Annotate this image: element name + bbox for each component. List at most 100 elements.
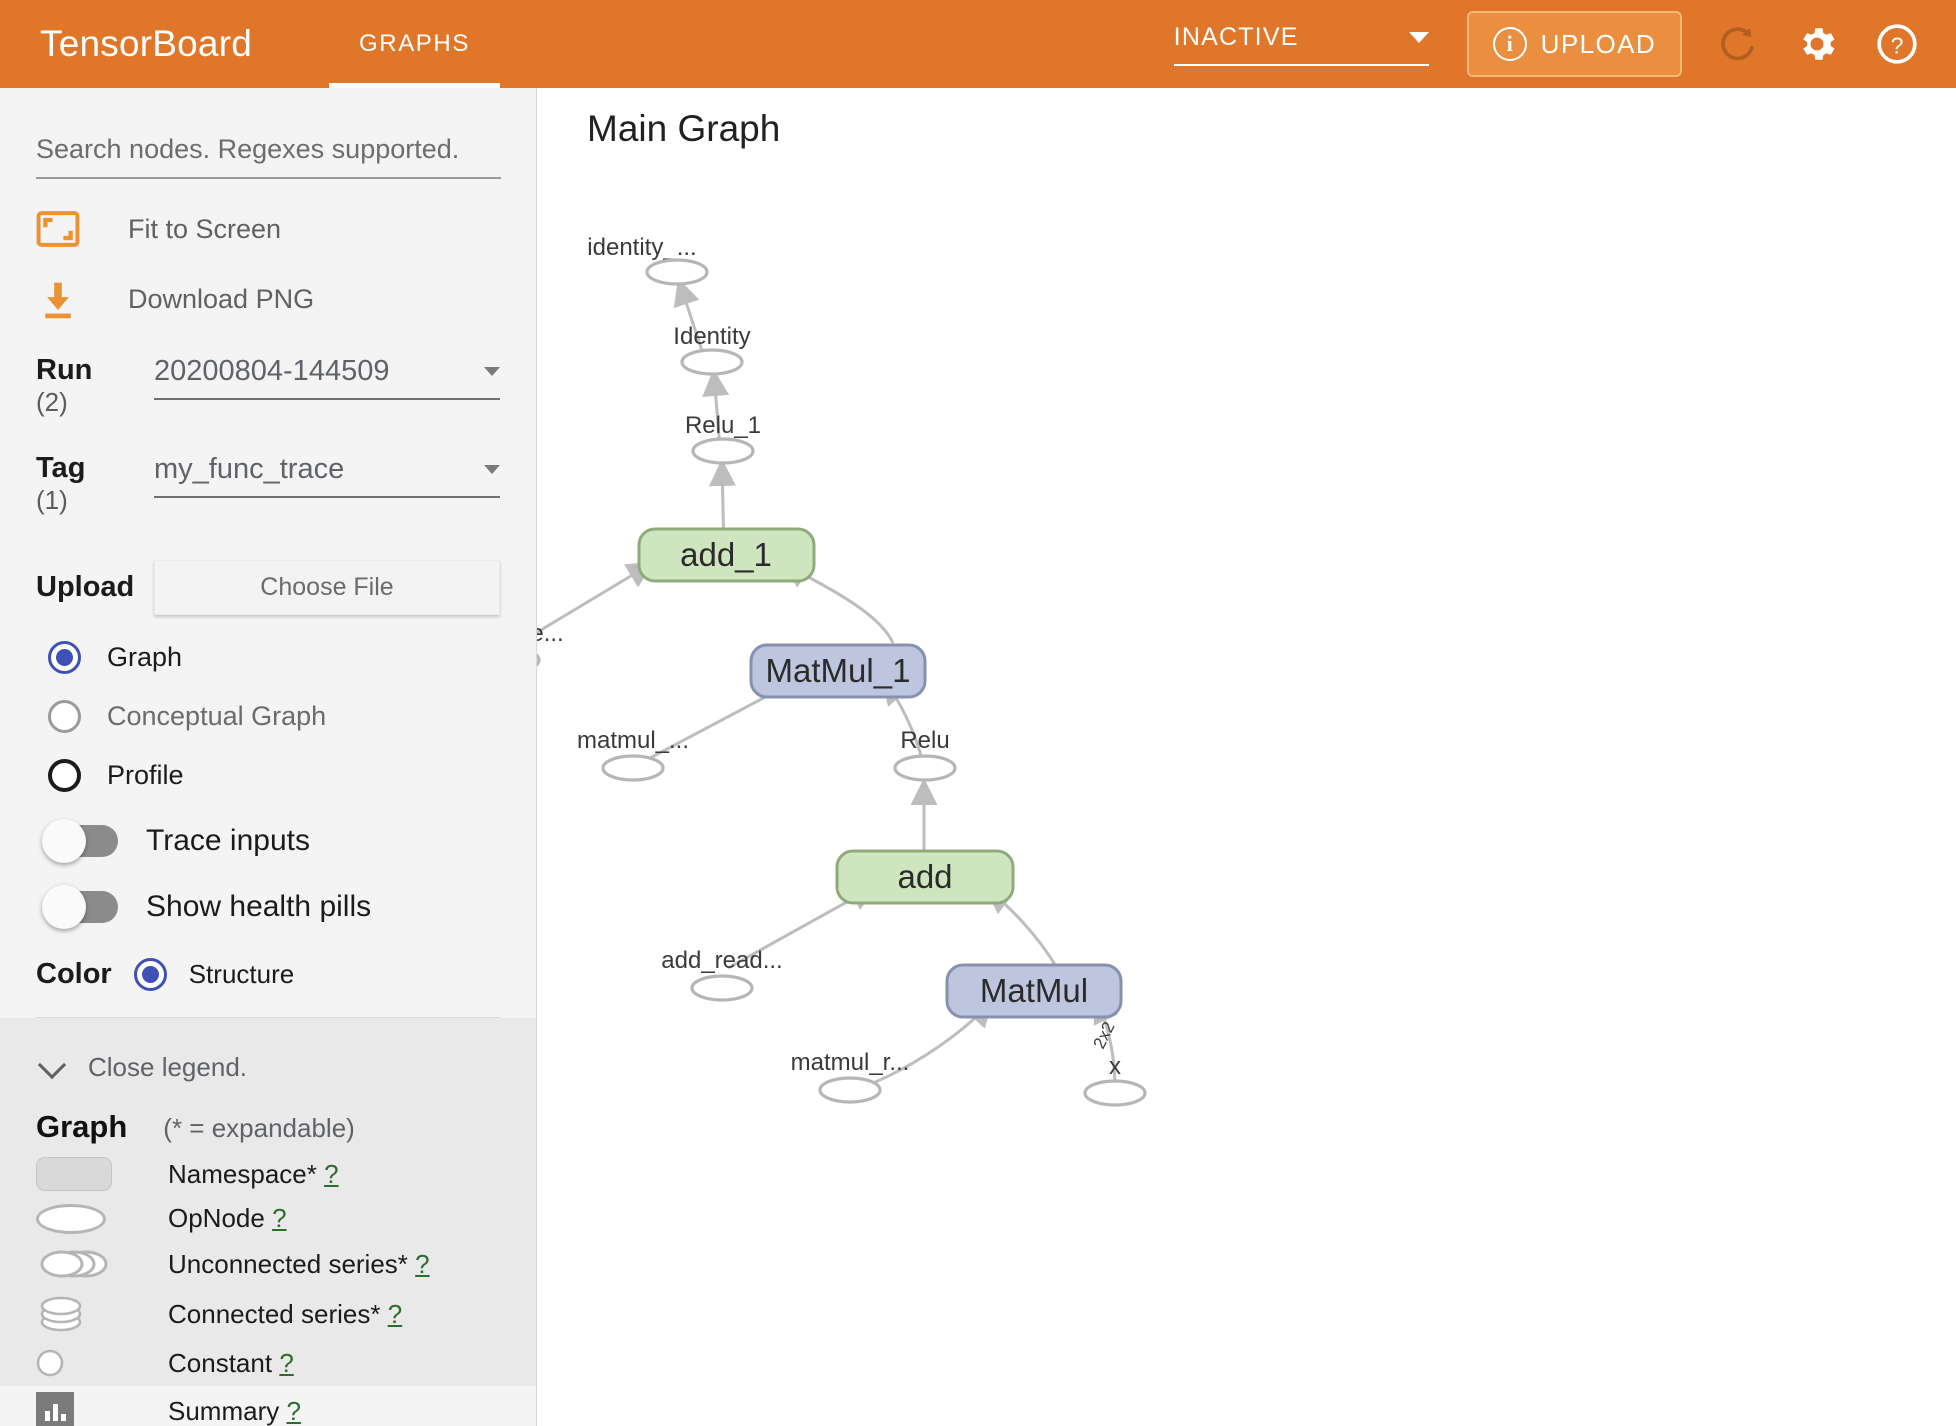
node-add_1_read[interactable]: add_1_re...	[537, 620, 564, 672]
upload-row: Upload Choose File	[36, 560, 500, 616]
radio-conceptual-graph-indicator	[48, 700, 81, 734]
radio-profile[interactable]: Profile	[36, 759, 500, 793]
node-matmul[interactable]: MatMul	[945, 963, 1123, 1019]
settings-gear-icon[interactable]	[1794, 21, 1840, 67]
help-link-opnode[interactable]: ?	[272, 1203, 287, 1234]
help-question-icon[interactable]: ?	[1874, 21, 1920, 67]
node-shape-add_read[interactable]	[690, 974, 754, 1002]
node-x[interactable]: x	[1083, 1053, 1147, 1107]
node-identity_out[interactable]: identity_...	[587, 234, 709, 286]
legend-text-summary: Summary	[168, 1395, 280, 1426]
radio-graph-indicator	[48, 641, 81, 675]
run-status-value: INACTIVE	[1173, 22, 1299, 51]
node-shape-matmul_1[interactable]	[749, 643, 927, 699]
tag-label: Tag (1)	[36, 453, 154, 515]
legend-item-summary: Summary ?	[36, 1392, 500, 1426]
node-relu_1[interactable]: Relu_1	[685, 412, 761, 465]
edge-label-2x2: 2x2	[1090, 1019, 1119, 1052]
upload-button[interactable]: i UPLOAD	[1466, 11, 1682, 77]
node-label-add: add	[897, 858, 952, 895]
choose-file-button[interactable]: Choose File	[154, 560, 500, 616]
top-app-bar: TensorBoard GRAPHS INACTIVE i UPLOAD	[0, 0, 1956, 88]
sidebar: Fit to Screen Download PNG Run (2)	[0, 88, 537, 1426]
run-value: 20200804-144509	[154, 355, 390, 387]
download-png-label: Download PNG	[128, 283, 315, 314]
upload-label: Upload	[36, 571, 135, 604]
tag-label-text: Tag	[36, 451, 86, 484]
nav-tabs: GRAPHS	[329, 0, 500, 88]
close-legend-label: Close legend.	[88, 1052, 247, 1083]
run-label-text: Run	[36, 354, 93, 386]
chevron-down-icon	[1408, 31, 1429, 43]
namespace-swatch-icon	[36, 1157, 146, 1192]
help-link-constant[interactable]: ?	[279, 1347, 294, 1378]
legend-text-connected-series: Connected series*	[168, 1298, 381, 1329]
toggle-show-health-pills-label: Show health pills	[146, 890, 372, 924]
legend-title: Graph	[36, 1109, 128, 1145]
node-add_1[interactable]: add_1	[637, 527, 816, 583]
app-brand-title: TensorBoard	[40, 23, 252, 64]
node-shape-identity[interactable]	[680, 348, 744, 376]
radio-conceptual-graph[interactable]: Conceptual Graph	[36, 700, 500, 734]
legend-label-unconnected-series: Unconnected series* ?	[168, 1249, 430, 1280]
toggle-show-health-pills[interactable]: Show health pills	[36, 885, 500, 930]
node-label-identity: Identity	[673, 323, 750, 350]
legend-text-constant: Constant	[168, 1347, 273, 1378]
chevron-down-icon	[484, 464, 500, 474]
node-shape-add[interactable]	[835, 849, 1015, 905]
download-png-button[interactable]: Download PNG	[36, 279, 500, 319]
help-link-summary[interactable]: ?	[286, 1395, 301, 1426]
constant-swatch-icon	[36, 1346, 146, 1380]
node-shape-relu_1[interactable]	[691, 437, 755, 465]
help-link-unconnected-series[interactable]: ?	[415, 1248, 430, 1279]
run-status-select[interactable]: INACTIVE	[1173, 22, 1429, 66]
help-link-namespace[interactable]: ?	[324, 1158, 339, 1189]
tab-graphs[interactable]: GRAPHS	[329, 0, 500, 88]
legend-panel: Close legend. Graph (* = expandable) Nam…	[0, 1018, 536, 1426]
graph-canvas[interactable]: Main Graph 2x2	[537, 88, 1956, 1426]
color-label: Color	[36, 958, 112, 991]
node-shape-add_1_read[interactable]	[537, 648, 541, 672]
close-legend-button[interactable]: Close legend.	[36, 1050, 500, 1083]
node-shape-matmul_read[interactable]	[818, 1076, 882, 1104]
node-label-x: x	[1109, 1053, 1121, 1080]
node-label-matmul: MatMul	[980, 972, 1088, 1009]
node-matmul_read_1[interactable]: matmul_...	[577, 727, 689, 782]
node-label-matmul_read: matmul_r...	[791, 1049, 910, 1076]
legend-item-constant: Constant ?	[36, 1346, 500, 1380]
color-structure-label: Structure	[188, 959, 295, 990]
help-link-connected-series[interactable]: ?	[387, 1298, 403, 1329]
node-relu[interactable]: Relu	[893, 727, 957, 782]
unconnected-series-swatch-icon	[36, 1246, 146, 1282]
node-add_read[interactable]: add_read...	[661, 947, 783, 1002]
legend-label-connected-series: Connected series* ?	[168, 1299, 402, 1330]
node-shape-add_1[interactable]	[637, 527, 816, 583]
node-shape-identity_out[interactable]	[645, 258, 709, 286]
info-circle-icon: i	[1492, 27, 1527, 61]
toggle-trace-inputs[interactable]: Trace inputs	[36, 819, 500, 864]
radio-structure-indicator[interactable]	[133, 958, 167, 992]
legend-hint: (* = expandable)	[163, 1113, 355, 1144]
graph-svg[interactable]: 2x2 identity_... Identity Relu_1	[537, 88, 1956, 1426]
search-input[interactable]	[36, 130, 501, 179]
legend-label-namespace: Namespace* ?	[168, 1159, 339, 1190]
refresh-icon[interactable]	[1716, 22, 1760, 66]
node-matmul_read[interactable]: matmul_r...	[791, 1049, 910, 1104]
node-identity[interactable]: Identity	[673, 323, 751, 376]
node-add[interactable]: add	[835, 849, 1015, 905]
node-shape-relu[interactable]	[893, 754, 957, 782]
run-select[interactable]: 20200804-144509	[154, 355, 500, 400]
node-label-identity_out: identity_...	[587, 234, 696, 261]
tag-select[interactable]: my_func_trace	[154, 453, 500, 498]
node-matmul_1[interactable]: MatMul_1	[749, 643, 927, 699]
svg-text:?: ?	[1891, 33, 1904, 59]
node-shape-matmul[interactable]	[945, 963, 1123, 1019]
fit-to-screen-button[interactable]: Fit to Screen	[36, 211, 500, 247]
download-icon	[36, 279, 100, 319]
node-shape-matmul_read_1[interactable]	[601, 754, 665, 782]
node-shape-x[interactable]	[1083, 1079, 1147, 1107]
legend-item-connected-series: Connected series* ?	[36, 1294, 500, 1334]
chevron-down-icon	[37, 1050, 67, 1080]
run-count: (2)	[36, 387, 68, 418]
radio-graph[interactable]: Graph	[36, 641, 500, 675]
